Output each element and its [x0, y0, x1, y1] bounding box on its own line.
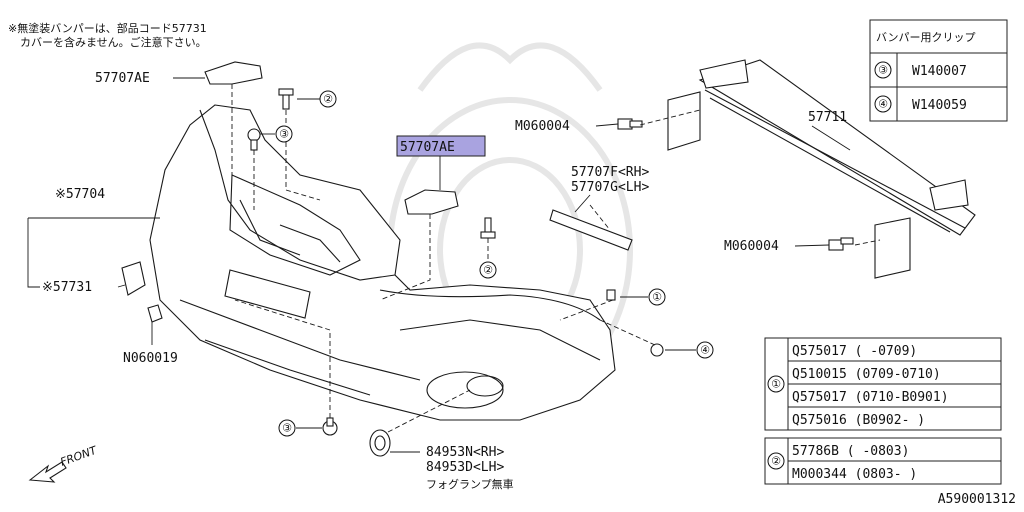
parts-table-1-row-1: Q575017 ( -0709)	[792, 344, 917, 359]
clip-row-1-part: W140007	[912, 64, 967, 79]
parts-table-2-row-1: 57786B ( -0803)	[792, 444, 909, 459]
clip-row-2-part: W140059	[912, 98, 967, 113]
clip-table: バンパー用クリップ ③ W140007 ④ W140059	[869, 19, 1008, 122]
label-57707ae-top: 57707AE	[95, 71, 150, 86]
callout-4: ④	[696, 341, 714, 359]
callout-2-top: ②	[319, 90, 337, 108]
label-fog-note: フォグランプ無車	[426, 477, 514, 491]
assembly-lines	[231, 84, 881, 433]
svg-text:③: ③	[282, 422, 292, 435]
bolt-2-center[interactable]	[480, 217, 496, 239]
clip-row-2-mark: ④	[878, 98, 888, 111]
bracket-57707ae-top[interactable]	[204, 61, 263, 85]
callout-1: ①	[648, 288, 666, 306]
bracket-57707f-g[interactable]	[549, 209, 633, 251]
screw-1[interactable]	[606, 289, 616, 301]
label-57731: ※57731	[42, 280, 92, 295]
clip-row-1-mark: ③	[878, 64, 888, 77]
parts-table-1: ① Q575017 ( -0709) Q510015 (0709-0710) Q…	[764, 337, 1002, 431]
parts-table-2-row-2: M000344 (0803- )	[792, 467, 917, 482]
clip-3-top[interactable]	[247, 128, 261, 151]
parts-table-1-row-4: Q575016 (B0902- )	[792, 413, 925, 428]
label-m060004-bottom: M060004	[724, 239, 779, 254]
svg-text:②: ②	[323, 93, 333, 106]
highlight-box	[396, 135, 486, 157]
front-arrow: FRONT	[28, 443, 100, 483]
note-line-1: ※無塗装バンパーは、部品コード57731	[8, 21, 207, 35]
parts-table-2-mark: ②	[771, 455, 781, 468]
label-57707f: 57707F<RH>	[571, 165, 649, 180]
parts-table-2: ② 57786B ( -0803) M000344 (0803- )	[764, 437, 1002, 485]
label-57711: 57711	[808, 110, 847, 125]
svg-text:①: ①	[652, 291, 662, 304]
clip-3-bottom[interactable]	[322, 417, 338, 436]
label-57704: ※57704	[55, 187, 105, 202]
clip-4[interactable]	[650, 343, 664, 357]
front-label: FRONT	[59, 443, 100, 469]
label-84953d: 84953D<LH>	[426, 460, 504, 475]
bracket-57707ae-center[interactable]	[404, 189, 459, 215]
svg-text:③: ③	[279, 128, 289, 141]
bumper-face-57704[interactable]	[149, 104, 616, 421]
callout-3-bottom: ③	[278, 419, 296, 437]
callout-3-top: ③	[275, 125, 293, 143]
fog-cover[interactable]	[369, 429, 391, 457]
label-57707g: 57707G<LH>	[571, 180, 649, 195]
parts-table-1-mark: ①	[771, 378, 781, 391]
leader-lines	[27, 77, 851, 453]
svg-text:②: ②	[483, 264, 493, 277]
bolt-m060004-top[interactable]	[617, 118, 643, 130]
label-m060004-top: M060004	[515, 119, 570, 134]
label-57707ae-center: 57707AE	[400, 140, 455, 155]
callout-2-center: ②	[479, 261, 497, 279]
clip-table-title: バンパー用クリップ	[876, 31, 976, 44]
diagram-code: A590001312	[938, 492, 1016, 507]
bolt-2-top[interactable]	[278, 88, 294, 110]
parts-table-1-row-2: Q510015 (0709-0710)	[792, 367, 941, 382]
bolt-m060004-bottom[interactable]	[828, 237, 854, 251]
cover-57731[interactable]	[121, 261, 146, 296]
clip-n060019[interactable]	[147, 304, 163, 323]
svg-text:④: ④	[700, 344, 710, 357]
note-line-2: カバーを含みません。ご注意下さい。	[20, 35, 207, 49]
parts-table-1-row-3: Q575017 (0710-B0901)	[792, 390, 949, 405]
reinforcement-beam-57711[interactable]	[667, 59, 976, 279]
label-n060019: N060019	[123, 351, 178, 366]
label-84953n: 84953N<RH>	[426, 445, 504, 460]
